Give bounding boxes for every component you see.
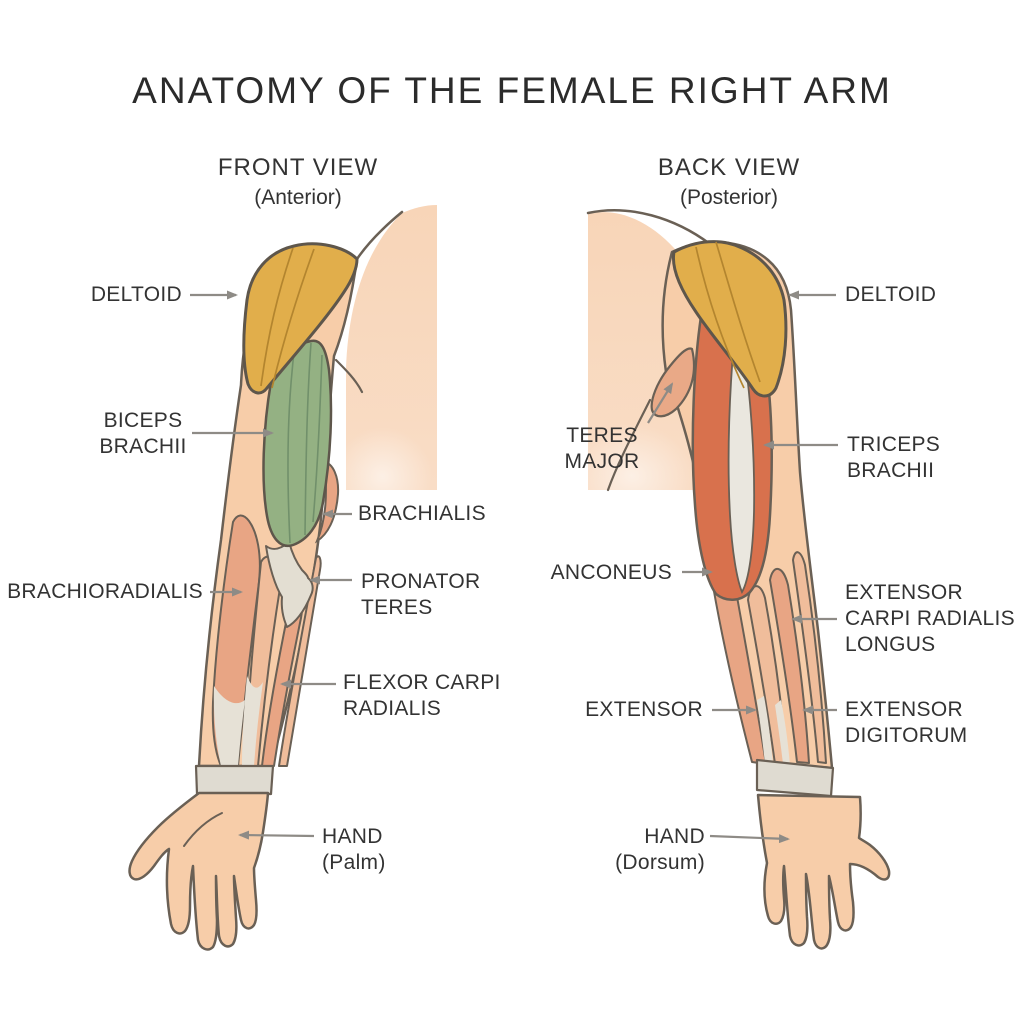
back-ecrl-muscle xyxy=(769,568,810,764)
front-forearm-strand xyxy=(278,555,322,767)
label-front-brachialis: BRACHIALIS xyxy=(358,502,486,525)
label-back-extensor-digitorum: EXTENSOR DIGITORUM xyxy=(845,698,968,747)
label-front-hand-palm: HAND (Palm) xyxy=(322,825,386,874)
page-title: ANATOMY OF THE FEMALE RIGHT ARM xyxy=(132,70,892,111)
front-view-subheading: (Anterior) xyxy=(254,186,342,209)
label-back-anconeus: ANCONEUS xyxy=(550,561,672,584)
back-view-heading-block: BACK VIEW (Posterior) xyxy=(658,154,800,210)
label-back-teres-major: TERES MAJOR xyxy=(564,424,640,473)
front-arm-figure xyxy=(128,205,437,951)
front-brachialis-muscle xyxy=(314,460,340,544)
back-arm-figure xyxy=(586,209,891,950)
back-view-heading: BACK VIEW xyxy=(657,154,801,181)
label-back-triceps-brachii: TRICEPS BRACHII xyxy=(847,433,941,482)
front-view-heading-block: FRONT VIEW (Anterior) xyxy=(218,154,378,210)
front-wrist-band xyxy=(194,764,275,796)
front-pronator-teres-muscle xyxy=(265,541,314,628)
label-front-pronator-teres: PRONATOR TERES xyxy=(361,570,481,619)
label-back-deltoid: DELTOID xyxy=(845,283,937,306)
back-deltoid-muscle xyxy=(671,240,788,398)
label-front-brachioradialis: BRACHIORADIALIS xyxy=(7,580,203,603)
front-deltoid-muscle xyxy=(242,242,359,395)
label-front-biceps-brachii: BICEPS BRACHII xyxy=(99,409,187,458)
label-arrows xyxy=(190,290,838,844)
label-back-extensor-carpi-radialis-longus: EXTENSOR CARPI RADIALIS LONGUS xyxy=(845,581,1015,656)
label-back-extensor: EXTENSOR xyxy=(585,698,703,721)
front-hand-palm xyxy=(128,791,270,951)
label-front-flexor-carpi-radialis: FLEXOR CARPI RADIALIS xyxy=(343,671,501,720)
label-front-deltoid: DELTOID xyxy=(90,283,182,306)
front-view-heading: FRONT VIEW xyxy=(217,154,379,181)
label-back-hand-dorsum: HAND (Dorsum) xyxy=(615,825,705,874)
back-hand-dorsum xyxy=(756,793,891,950)
back-view-subheading: (Posterior) xyxy=(679,186,779,209)
